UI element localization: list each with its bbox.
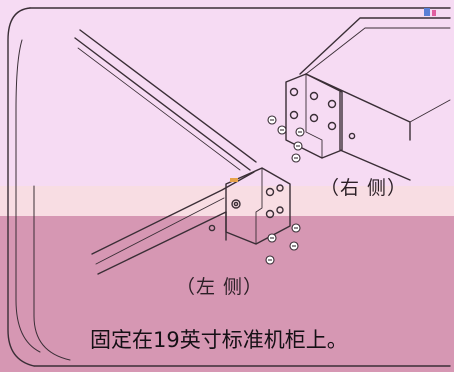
left-side-label: （左 侧）	[176, 276, 264, 298]
instruction-caption: 固定在19英寸标准机柜上。	[90, 328, 348, 352]
background-band-bottom	[0, 216, 454, 372]
right-side-label: （右 侧）	[320, 177, 408, 199]
background-band-top	[0, 0, 454, 186]
screw-icon-group-left	[265, 223, 301, 265]
background-band-middle	[0, 186, 454, 216]
screw-icon-group-right	[267, 115, 305, 163]
